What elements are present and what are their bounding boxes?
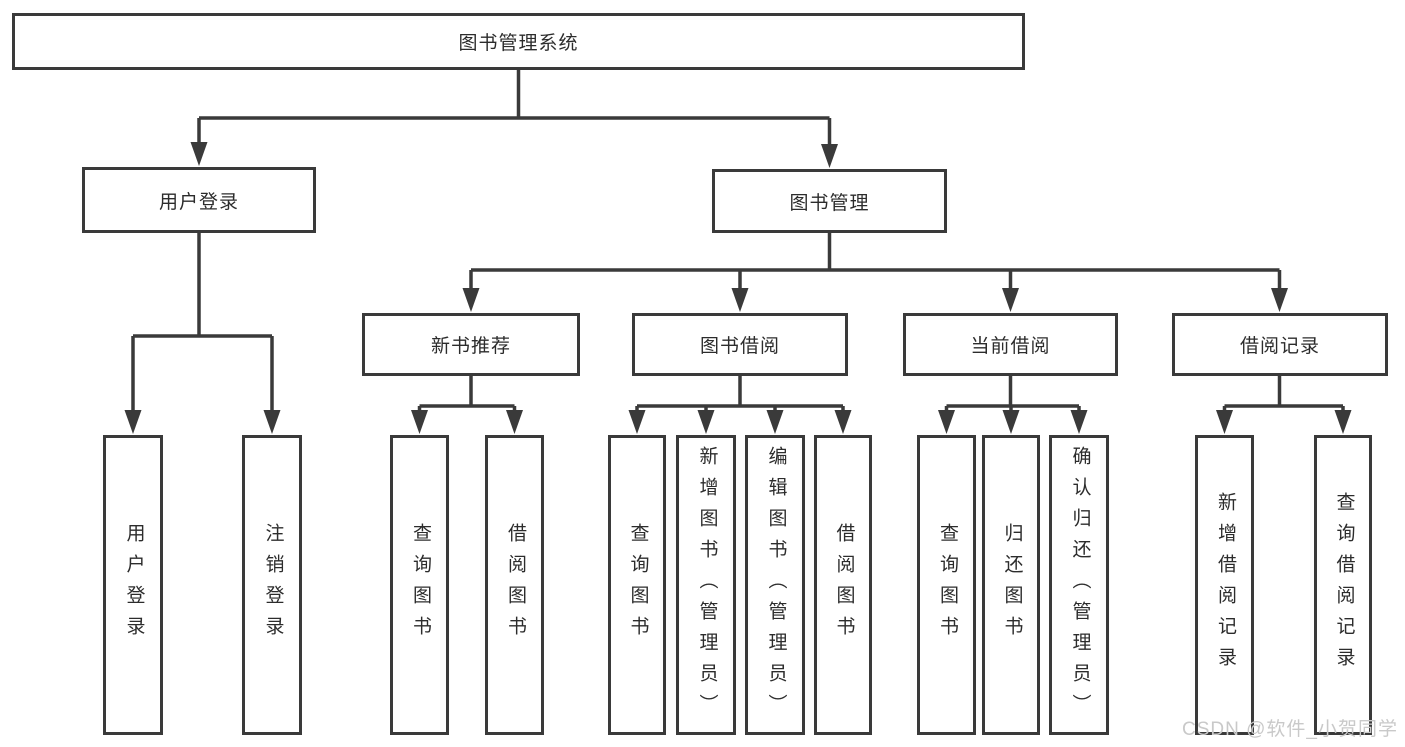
leaf-add-books-admin-label: 新增图书（管理员） (696, 445, 718, 725)
leaf-edit-books-admin: 编辑图书（管理员） (745, 435, 805, 735)
leaf-query-books-current: 查询图书 (917, 435, 976, 735)
node-borrowing-records: 借阅记录 (1172, 313, 1388, 376)
node-book-borrowing: 图书借阅 (632, 313, 848, 376)
leaf-logout: 注销登录 (242, 435, 302, 735)
node-user-login: 用户登录 (82, 167, 316, 233)
leaf-borrow-books-borrowing-label: 借阅图书 (833, 523, 855, 647)
leaf-user-login: 用户登录 (103, 435, 163, 735)
node-new-book-recommend-label: 新书推荐 (430, 336, 511, 357)
leaf-confirm-return-admin: 确认归还（管理员） (1049, 435, 1109, 735)
leaf-query-books-current-label: 查询图书 (936, 523, 958, 647)
leaf-user-login-label: 用户登录 (123, 523, 145, 647)
leaf-borrow-books-borrowing: 借阅图书 (814, 435, 872, 735)
leaf-query-borrow-record: 查询借阅记录 (1314, 435, 1372, 735)
node-current-borrowing-label: 当前借阅 (970, 336, 1051, 357)
node-borrowing-records-label: 借阅记录 (1239, 336, 1320, 357)
node-book-management-label: 图书管理 (789, 192, 870, 214)
node-user-login-label: 用户登录 (158, 191, 239, 213)
node-book-management: 图书管理 (712, 169, 947, 233)
leaf-edit-books-admin-label: 编辑图书（管理员） (765, 445, 787, 725)
node-book-borrowing-label: 图书借阅 (699, 336, 780, 357)
leaf-query-books-recommend: 查询图书 (390, 435, 449, 735)
leaf-borrow-books-recommend: 借阅图书 (485, 435, 544, 735)
leaf-add-books-admin: 新增图书（管理员） (676, 435, 736, 735)
node-current-borrowing: 当前借阅 (903, 313, 1118, 376)
leaf-add-borrow-record-label: 新增借阅记录 (1214, 492, 1236, 678)
leaf-query-borrow-record-label: 查询借阅记录 (1333, 492, 1355, 678)
leaf-borrow-books-recommend-label: 借阅图书 (504, 523, 526, 647)
csdn-watermark: CSDN @软件_小贺同学 (1182, 719, 1398, 740)
leaf-query-books-recommend-label: 查询图书 (409, 523, 431, 647)
leaf-confirm-return-admin-label: 确认归还（管理员） (1069, 445, 1091, 725)
leaf-add-borrow-record: 新增借阅记录 (1195, 435, 1254, 735)
leaf-return-books: 归还图书 (982, 435, 1040, 735)
node-library-management-system-label: 图书管理系统 (458, 33, 579, 54)
node-library-management-system: 图书管理系统 (12, 13, 1025, 70)
leaf-logout-label: 注销登录 (262, 523, 284, 647)
leaf-query-books-borrowing: 查询图书 (608, 435, 666, 735)
node-new-book-recommend: 新书推荐 (362, 313, 580, 376)
leaf-return-books-label: 归还图书 (1001, 523, 1023, 647)
leaf-query-books-borrowing-label: 查询图书 (627, 523, 649, 647)
